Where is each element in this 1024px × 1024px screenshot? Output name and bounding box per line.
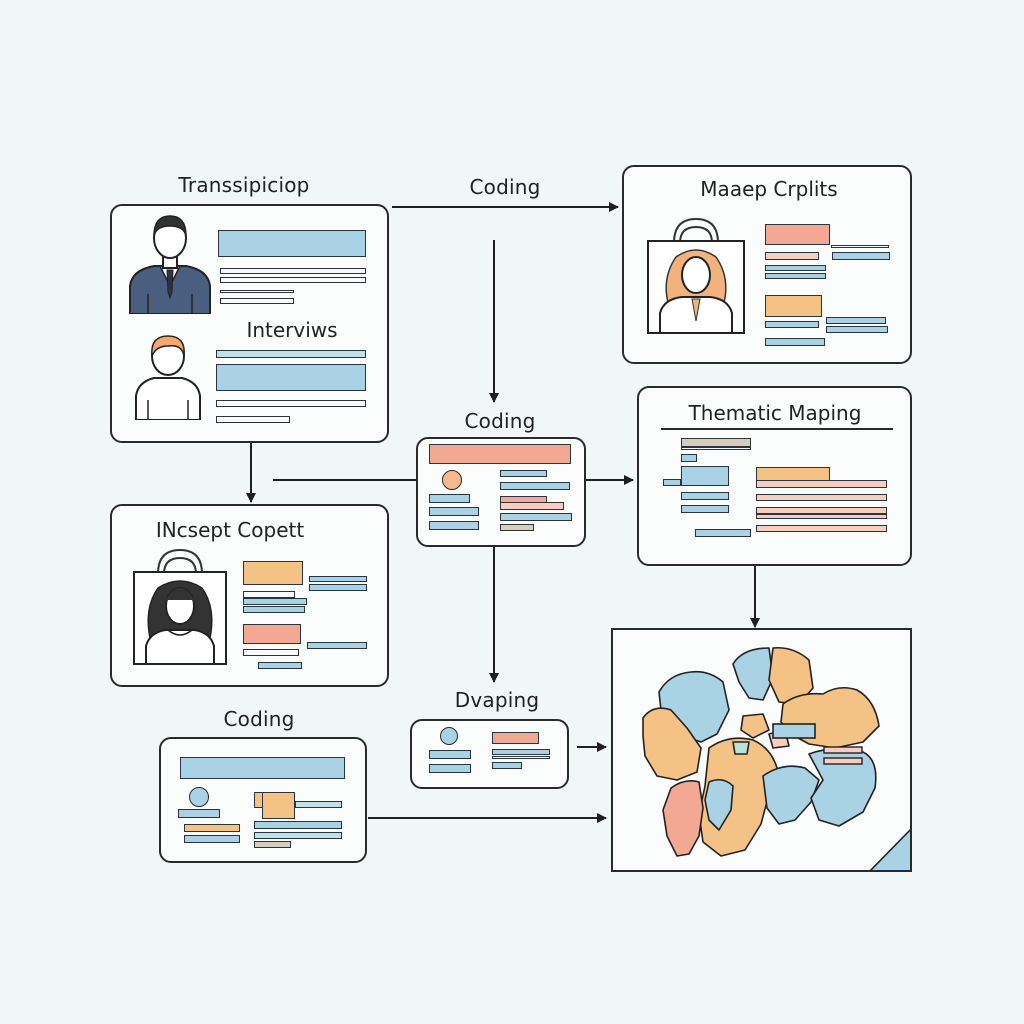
world-map-icon: [642, 646, 910, 870]
text-line: [243, 598, 307, 605]
text-line: [254, 841, 291, 848]
text-line: [756, 514, 887, 519]
text-line: [429, 750, 471, 759]
thematic-title: Thematic Maping: [688, 401, 862, 425]
label-transcription: Transsipiciop: [178, 173, 310, 197]
text-line: [492, 749, 550, 755]
person-circle-icon: [440, 727, 458, 745]
text-line: [681, 492, 729, 500]
man-in-suit-icon: [129, 215, 211, 314]
text-line: [180, 757, 345, 779]
text-line: [681, 438, 751, 447]
text-line: [243, 561, 303, 585]
text-line: [184, 824, 240, 832]
text-line: [184, 835, 240, 843]
text-line: [429, 507, 479, 516]
text-line: [429, 764, 471, 773]
text-line: [243, 624, 301, 644]
incsept-panel: INcsept Copett: [110, 504, 389, 687]
text-line: [681, 505, 729, 513]
text-line: [429, 444, 571, 464]
person-circle-icon: [189, 787, 209, 807]
text-line: [756, 480, 887, 488]
text-line: [309, 576, 367, 582]
map-panel: [611, 628, 912, 872]
label-coding-top: Coding: [469, 175, 541, 199]
text-line: [500, 482, 570, 490]
text-line: [756, 525, 887, 532]
text-line: [216, 400, 366, 407]
text-line: [500, 502, 564, 510]
text-line: [826, 317, 886, 324]
text-line: [765, 252, 819, 260]
text-line: [243, 606, 305, 613]
text-line: [254, 821, 342, 829]
label-coding-bottom: Coding: [223, 707, 295, 731]
text-line: [500, 513, 572, 521]
text-line: [681, 447, 751, 450]
text-line: [756, 507, 887, 514]
label-dvaping: Dvaping: [454, 688, 540, 712]
text-line: [765, 224, 830, 245]
text-line: [492, 756, 550, 759]
text-line: [492, 762, 522, 769]
interviews-panel: Interviws: [110, 204, 389, 443]
text-line: [826, 326, 888, 333]
text-line: [500, 470, 547, 477]
text-line: [695, 529, 751, 537]
thematic-panel: Thematic Maping: [637, 386, 912, 566]
text-line: [220, 298, 294, 304]
coding-bottom-panel: [159, 737, 367, 863]
text-line: [765, 273, 826, 279]
text-line: [295, 801, 342, 808]
text-line: [243, 591, 295, 598]
label-coding-middle: Coding: [464, 409, 536, 433]
title-underline: [661, 428, 893, 430]
text-line: [681, 454, 697, 462]
code-block: [262, 792, 295, 819]
text-line: [429, 521, 479, 530]
text-line: [831, 245, 889, 248]
text-line: [218, 230, 366, 257]
text-line: [500, 524, 534, 531]
text-line: [216, 350, 366, 358]
text-line: [663, 479, 681, 486]
person-icon: [135, 335, 201, 420]
coding-middle-panel: [416, 437, 586, 547]
incsept-title: INcsept Copett: [155, 518, 305, 542]
text-line: [220, 277, 366, 283]
text-line: [765, 338, 825, 346]
text-line: [832, 252, 890, 260]
woman-id-card-icon: [647, 217, 745, 334]
text-line: [216, 364, 366, 391]
text-line: [216, 416, 290, 423]
person-circle-icon: [442, 470, 462, 490]
text-line: [258, 662, 302, 669]
text-line: [765, 295, 822, 317]
text-line: [307, 642, 367, 649]
text-line: [220, 268, 366, 274]
text-line: [254, 832, 342, 839]
text-line: [765, 321, 819, 328]
dvaping-panel: [410, 719, 569, 789]
maaep-panel: Maaep Crplits: [622, 165, 912, 364]
text-line: [178, 809, 220, 818]
text-line: [429, 494, 470, 503]
text-line: [765, 265, 826, 271]
text-line: [309, 584, 367, 591]
woman-portrait-icon: [133, 548, 227, 665]
maaep-title: Maaep Crplits: [700, 177, 838, 201]
text-line: [681, 466, 729, 486]
interviews-subtitle: Interviws: [246, 318, 338, 342]
text-line: [492, 732, 539, 744]
text-line: [220, 290, 294, 293]
text-line: [243, 649, 299, 656]
text-line: [756, 494, 887, 501]
